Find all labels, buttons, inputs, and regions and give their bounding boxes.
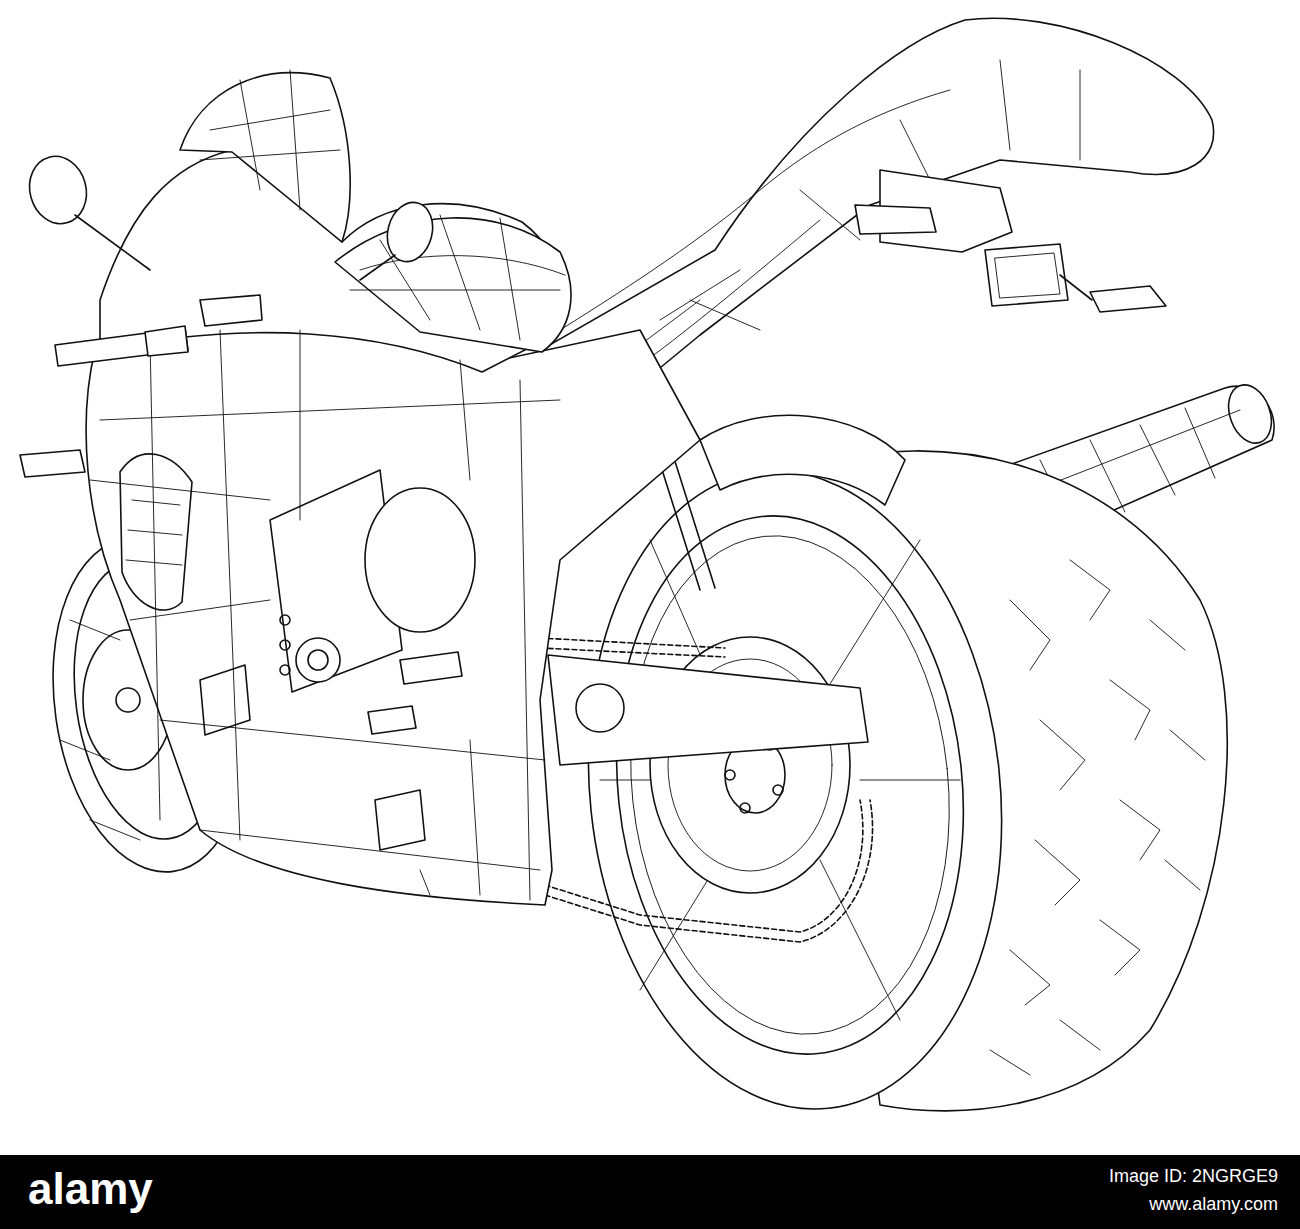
engine-cover (365, 488, 475, 632)
tire-sidewall (558, 450, 1033, 1129)
chain-lower (545, 800, 863, 932)
swingarm-pivot (576, 684, 624, 732)
chain-upper (540, 648, 725, 657)
switch-housing (145, 326, 188, 356)
rim-inner (607, 520, 974, 1050)
air-intake (120, 454, 192, 610)
rim (591, 499, 990, 1072)
signal-stalk (1060, 275, 1092, 300)
mirror (381, 197, 439, 266)
watermark-text: www.alamy.com (1149, 1194, 1278, 1215)
bolt (280, 640, 290, 650)
mirror-stalk (360, 255, 395, 280)
side-fairing (86, 310, 700, 905)
bodywork (86, 70, 700, 905)
license-plate-inner (995, 253, 1060, 298)
mirror (22, 150, 94, 230)
turn-signal (855, 205, 936, 234)
instrument-light (200, 295, 262, 326)
tank-mesh (350, 215, 565, 340)
controls (20, 150, 439, 477)
footpeg (368, 706, 416, 734)
watermark-text: Image ID: 2NGRGE9 (1109, 1166, 1278, 1187)
fairing-mesh (90, 330, 560, 900)
footpeg (400, 652, 462, 684)
fuel-tank (335, 218, 571, 352)
chain-lower (545, 800, 873, 942)
watermark-band (0, 1155, 1300, 1229)
windscreen (180, 73, 350, 242)
bolt (725, 770, 735, 780)
bolt (773, 785, 783, 795)
swingarm (548, 655, 868, 765)
front-turn-signal (20, 450, 85, 477)
front-hub (116, 688, 140, 712)
tread-pattern (990, 560, 1205, 1075)
license-plate (985, 244, 1068, 306)
bolt (280, 665, 290, 675)
watermark-logo: alamy (28, 1164, 153, 1214)
rear-wheel (558, 415, 1228, 1129)
bolt (740, 803, 750, 813)
mirror-stalk (75, 215, 150, 270)
wheel-spokes (600, 540, 960, 1020)
chain-upper (540, 638, 725, 648)
rear-hugger (700, 415, 905, 505)
sprocket-hub (308, 650, 328, 670)
bolt (280, 615, 290, 625)
belly-vent (375, 790, 425, 850)
front-sprocket-cover (296, 638, 340, 682)
windscreen-mesh (200, 70, 340, 210)
turn-signal (1090, 286, 1166, 312)
